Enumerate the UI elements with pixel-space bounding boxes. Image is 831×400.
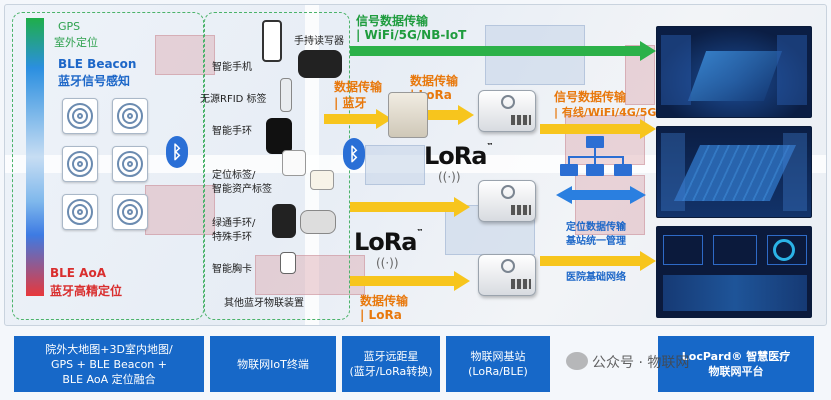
smart-band-icon	[266, 118, 292, 154]
dashboard-screen-2	[656, 126, 812, 218]
smartphone-label: 智能手机	[212, 62, 252, 73]
iot-gateway-icon	[478, 90, 536, 132]
beacon-icon	[112, 146, 148, 182]
top-transmission-sub: | WiFi/5G/NB-IoT	[356, 28, 467, 42]
right-transmission-title: 信号数据传输	[554, 90, 627, 104]
bt-transmission-title: 数据传输	[334, 80, 383, 94]
lora2-transmission-title: 数据传输	[360, 294, 409, 308]
positioning-accuracy-bar	[26, 18, 44, 296]
lora-wave-icon: ((·))	[376, 256, 399, 270]
green-band-icon	[272, 204, 296, 238]
bottom-box-base-station: 物联网基站(LoRa/BLE)	[446, 336, 550, 392]
unified-line2: 基站统一管理	[566, 236, 626, 247]
beacon-icon	[112, 98, 148, 134]
lora1-arrow	[412, 105, 474, 125]
outdoor-label: 室外定位	[54, 36, 98, 49]
top-green-arrow	[350, 41, 656, 61]
rfid-tag-label: 无源RFID 标签	[200, 94, 267, 105]
bottom-box-converter: 蓝牙远距星(蓝牙/LoRa转换)	[342, 336, 440, 392]
iot-gateway-icon	[478, 254, 536, 296]
right-transmission-sub: | 有线/WiFi/4G/5G	[554, 106, 657, 119]
badge-icon	[280, 252, 296, 274]
other-devices-label: 其他蓝牙物联装置	[224, 298, 304, 309]
ble-lora-converter-icon	[388, 92, 428, 138]
watermark-text: 公众号 · 物联网	[592, 355, 690, 371]
locator-tag-icon	[310, 170, 334, 190]
beacon-icon	[62, 194, 98, 230]
bluetooth-icon: ᛒ	[343, 138, 365, 170]
rfid-tag-icon	[280, 78, 292, 112]
hospital-network-label: 医院基础网络	[566, 272, 626, 283]
aoa-label: BLE AoA	[50, 266, 106, 280]
dashboard-screen-1	[656, 26, 812, 118]
special-band-icon	[300, 210, 336, 234]
bt-transmission-sub: | 蓝牙	[334, 96, 367, 110]
network-topology-icon	[586, 136, 604, 148]
lora2-transmission-sub: | LoRa	[360, 308, 402, 322]
handheld-reader-icon	[298, 50, 342, 78]
lora1-transmission-title: 数据传输	[410, 74, 459, 88]
aoa-sub-label: 蓝牙高精定位	[50, 284, 123, 298]
bottom-box-platform: LocPard® 智慧医疗物联网平台	[658, 336, 814, 392]
smart-band-label: 智能手环	[212, 126, 252, 137]
gps-label: GPS	[58, 20, 81, 33]
bottom-box-map-fusion: 院外大地图+3D室内地图/GPS + BLE Beacon +BLE AoA 定…	[14, 336, 204, 392]
beacon-icon	[62, 98, 98, 134]
lora-logo-bottom: LoRa™	[354, 228, 423, 256]
smartphone-device-icon	[262, 20, 282, 62]
handheld-reader-label: 手持读写器	[294, 36, 344, 47]
beacon-label: BLE Beacon	[58, 57, 137, 71]
right-arrow-1	[540, 119, 656, 139]
tag-label-line2: 智能资产标签	[212, 184, 272, 195]
lora-mid-arrow	[350, 197, 470, 217]
green-band-label-line2: 特殊手环	[212, 232, 252, 243]
panel-positioning	[12, 12, 204, 320]
top-transmission-title: 信号数据传输	[356, 14, 429, 28]
tag-label-line1: 定位标签/	[212, 170, 256, 181]
bottom-box-iot-terminal: 物联网IoT终端	[210, 336, 336, 392]
wechat-icon	[566, 352, 588, 370]
iot-gateway-icon	[478, 180, 536, 222]
asset-tag-icon	[282, 150, 306, 176]
green-band-label-line1: 绿通手环/	[212, 218, 256, 229]
bt-arrow	[324, 109, 392, 129]
double-arrow-icon	[556, 186, 646, 204]
unified-line1: 定位数据传输	[566, 222, 626, 233]
beacon-sub-label: 蓝牙信号感知	[58, 74, 131, 88]
bluetooth-icon: ᛒ	[166, 136, 188, 168]
lora-wave-icon: ((·))	[438, 170, 461, 184]
lora-low-arrow	[350, 271, 470, 291]
beacon-icon	[62, 146, 98, 182]
lora-logo-top: LoRa™	[424, 142, 493, 170]
beacon-icon	[112, 194, 148, 230]
badge-label: 智能胸卡	[212, 264, 252, 275]
dashboard-screen-3	[656, 226, 812, 318]
right-arrow-2	[540, 251, 656, 271]
